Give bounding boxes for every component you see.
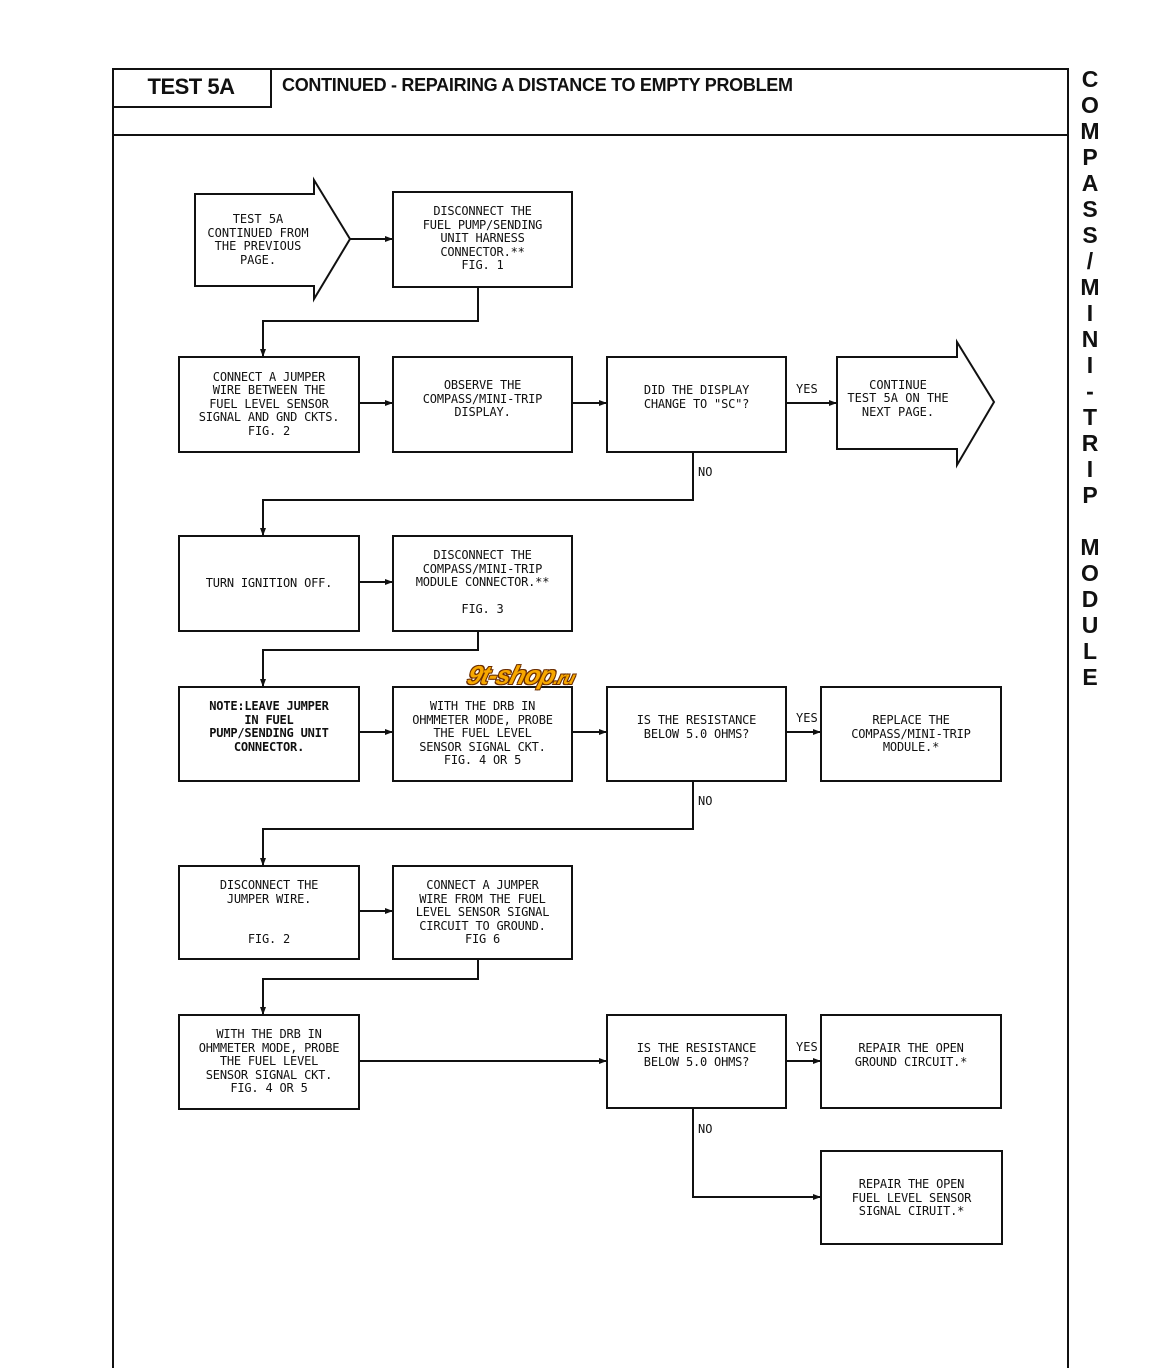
disconnect-fuel-pump-step: DISCONNECT THE FUEL PUMP/SENDING UNIT HA… xyxy=(392,191,573,288)
side-title-letter: M xyxy=(1080,534,1100,560)
probe-signal-step-1: WITH THE DRB IN OHMMETER MODE, PROBE THE… xyxy=(392,686,573,782)
side-title-letter: M xyxy=(1080,118,1100,144)
side-title-letter: T xyxy=(1082,404,1098,430)
resistance-check-decision-1: IS THE RESISTANCE BELOW 5.0 OHMS? xyxy=(606,686,787,782)
side-title-letter: L xyxy=(1082,638,1098,664)
did-display-change-decision: DID THE DISPLAY CHANGE TO "SC"? xyxy=(606,356,787,453)
continue-arrow-shape xyxy=(836,338,996,469)
note-leave-jumper: NOTE:LEAVE JUMPER IN FUEL PUMP/SENDING U… xyxy=(178,686,360,782)
repair-ground-step: REPAIR THE OPEN GROUND CIRCUIT.* xyxy=(820,1014,1002,1109)
side-title-letter: P xyxy=(1082,144,1098,170)
side-title-letter: C xyxy=(1081,66,1099,92)
connect-jumper-ground-step: CONNECT A JUMPER WIRE FROM THE FUEL LEVE… xyxy=(392,865,573,960)
side-title-letter: S xyxy=(1082,222,1098,248)
connect-jumper-step: CONNECT A JUMPER WIRE BETWEEN THE FUEL L… xyxy=(178,356,360,453)
side-title-letter: E xyxy=(1082,664,1098,690)
side-title-letter: I xyxy=(1086,300,1094,326)
side-title-letter: M xyxy=(1080,274,1100,300)
probe-signal-step-2: WITH THE DRB IN OHMMETER MODE, PROBE THE… xyxy=(178,1014,360,1110)
disconnect-module-step: DISCONNECT THE COMPASS/MINI-TRIP MODULE … xyxy=(392,535,573,632)
page-title: CONTINUED - REPAIRING A DISTANCE TO EMPT… xyxy=(282,75,793,95)
header-divider xyxy=(112,134,1069,136)
no-label: NO xyxy=(698,1122,713,1136)
start-arrow-shape xyxy=(194,176,352,303)
edge-check1-no xyxy=(260,781,694,866)
resistance-check-decision-2: IS THE RESISTANCE BELOW 5.0 OHMS? xyxy=(606,1014,787,1109)
yes-label: YES xyxy=(796,711,818,725)
disconnect-jumper-step: DISCONNECT THE JUMPER WIRE. FIG. 2 xyxy=(178,865,360,960)
edge-module-to-note xyxy=(260,631,479,687)
edge-disconnect-to-jumper xyxy=(260,287,479,357)
side-title-letter: I xyxy=(1086,456,1094,482)
watermark-main: 9t-shop xyxy=(464,660,560,690)
side-title-letter: O xyxy=(1081,560,1099,586)
side-title-letter: P xyxy=(1082,482,1098,508)
side-title-letter: O xyxy=(1081,92,1099,118)
side-title-letter: S xyxy=(1082,196,1098,222)
no-label: NO xyxy=(698,794,713,808)
page-frame xyxy=(112,68,1069,1368)
edge-ground-to-probe2 xyxy=(260,959,479,1015)
no-label: NO xyxy=(698,465,713,479)
watermark-logo: 9t-shop.ru xyxy=(464,660,579,691)
side-title-letter: A xyxy=(1081,170,1099,196)
start-node: TEST 5A CONTINUED FROM THE PREVIOUS PAGE… xyxy=(207,212,309,267)
edge-check2-no xyxy=(692,1108,821,1200)
side-title-letter: R xyxy=(1081,430,1099,456)
side-title-letter: D xyxy=(1081,586,1099,612)
side-title-letter: - xyxy=(1086,378,1094,404)
side-title-letter: / xyxy=(1086,248,1094,274)
side-title-letter: N xyxy=(1081,326,1099,352)
continue-next-page-node: CONTINUE TEST 5A ON THE NEXT PAGE. xyxy=(847,377,949,419)
repair-signal-step: REPAIR THE OPEN FUEL LEVEL SENSOR SIGNAL… xyxy=(820,1150,1003,1245)
side-title-letter: U xyxy=(1081,612,1099,638)
turn-ignition-off-step: TURN IGNITION OFF. xyxy=(178,535,360,632)
edge-decision-no xyxy=(260,452,694,536)
test-label: TEST 5A xyxy=(112,68,272,108)
side-title-letter: I xyxy=(1086,352,1094,378)
yes-label: YES xyxy=(796,1040,818,1054)
replace-module-step: REPLACE THE COMPASS/MINI-TRIP MODULE.* xyxy=(820,686,1002,782)
observe-display-step: OBSERVE THE COMPASS/MINI-TRIP DISPLAY. xyxy=(392,356,573,453)
yes-label: YES xyxy=(796,382,818,396)
